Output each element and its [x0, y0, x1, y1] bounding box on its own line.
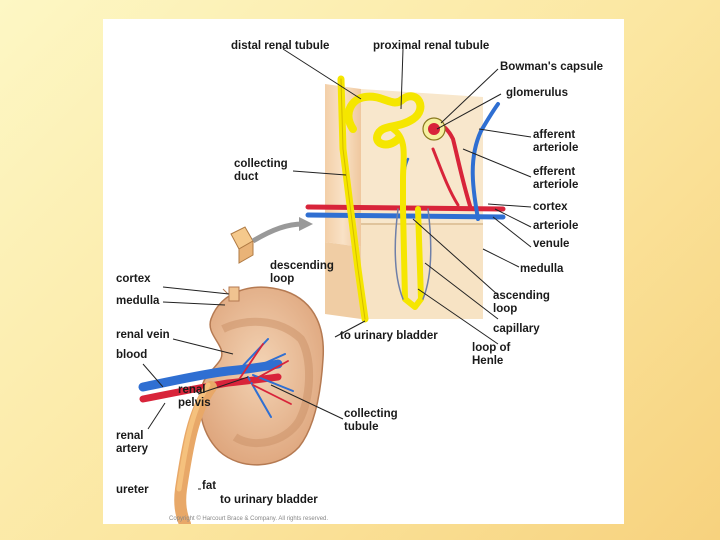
label-loop-of-henle: loop of Henle [472, 342, 510, 368]
label-afferent-arteriole: afferent arteriole [533, 129, 578, 155]
copyright-credit: Copyright © Harcourt Brace & Company. Al… [169, 516, 328, 522]
label-glomerulus: glomerulus [506, 87, 568, 100]
label-cortex-left: cortex [116, 273, 151, 286]
label-efferent-arteriole: efferent arteriole [533, 166, 578, 192]
label-to-urinary-bladder-top: to urinary bladder [340, 330, 438, 343]
excised-tissue-cube [231, 217, 313, 263]
label-ureter: ureter [116, 484, 149, 497]
label-ascending-loop: ascending loop [493, 290, 550, 316]
label-medulla-left: medulla [116, 295, 159, 308]
label-renal-artery: renal artery [116, 430, 148, 456]
label-arteriole: arteriole [533, 220, 578, 233]
label-fat: fat [202, 480, 216, 493]
label-renal-pelvis: renal pelvis [178, 384, 211, 410]
label-blood: blood [116, 349, 147, 362]
label-proximal-renal-tubule: proximal renal tubule [373, 40, 489, 53]
label-collecting-tubule: collecting tubule [344, 408, 398, 434]
label-venule: venule [533, 238, 569, 251]
label-cortex-right: cortex [533, 201, 568, 214]
label-descending-loop: descending loop [270, 260, 334, 286]
label-distal-renal-tubule: distal renal tubule [231, 40, 329, 53]
label-capillary: capillary [493, 323, 540, 336]
kidney-diagram: distal renal tubule proximal renal tubul… [103, 19, 624, 524]
label-to-urinary-bladder-bottom: to urinary bladder [220, 494, 318, 507]
label-bowmans-capsule: Bowman's capsule [500, 61, 603, 74]
label-renal-vein: renal vein [116, 329, 170, 342]
label-medulla-right: medulla [520, 263, 563, 276]
label-collecting-duct: collecting duct [234, 158, 288, 184]
